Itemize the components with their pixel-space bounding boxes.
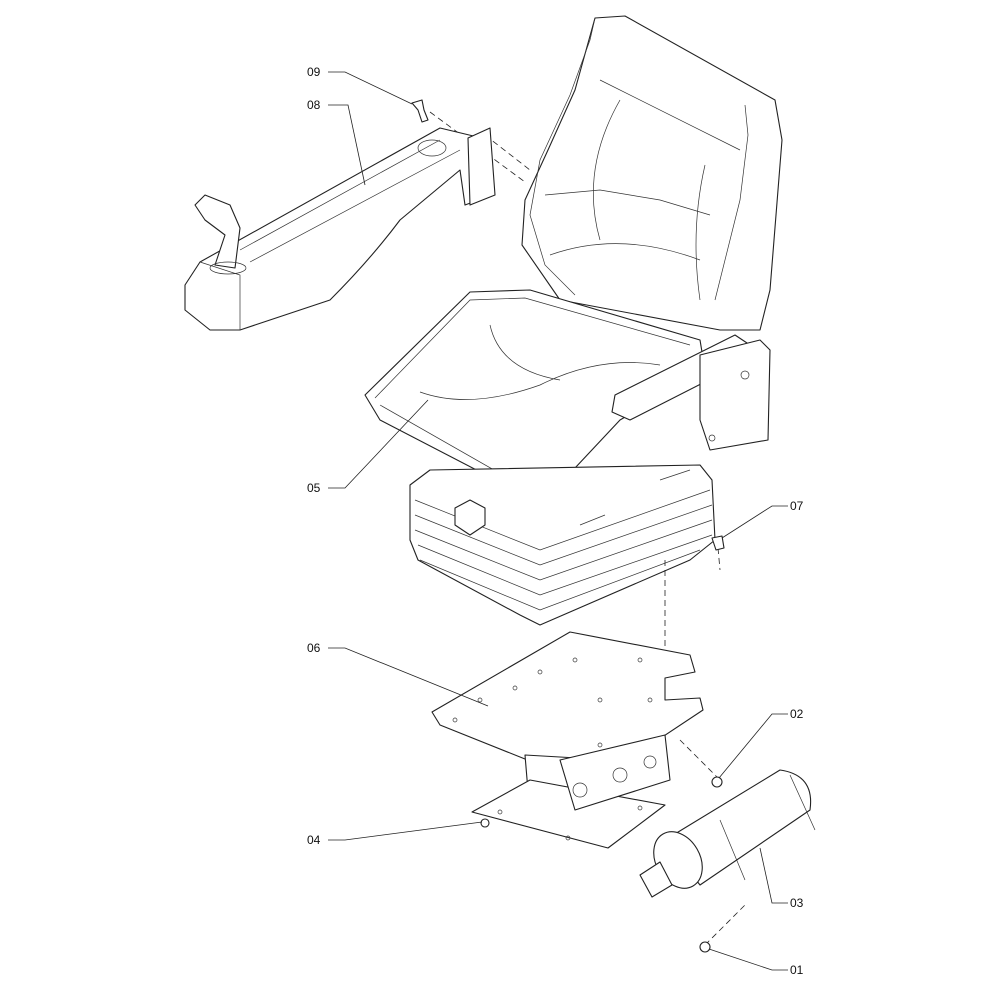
- callout-04: 04: [307, 833, 321, 847]
- seat-backrest: [521, 15, 783, 331]
- nut-02: [711, 776, 723, 788]
- nut-04: [480, 818, 490, 828]
- callout-05: 05: [307, 481, 321, 495]
- bolt-07: [711, 535, 725, 551]
- callout-01: 01: [790, 963, 804, 977]
- joystick-armrest: [184, 127, 496, 331]
- bolt-01: [699, 941, 711, 953]
- leader-lines: [328, 71, 788, 971]
- callout-07: 07: [790, 499, 804, 513]
- assembly-line-bolt-07: [717, 547, 721, 571]
- seat-pedestal: [471, 734, 671, 849]
- seat-armrest-right: [611, 334, 771, 451]
- callout-08: 08: [307, 98, 321, 112]
- assembly-line-nut-02: [679, 739, 719, 779]
- assembly-line-bolt-01: [704, 904, 746, 946]
- callout-03: 03: [790, 896, 804, 910]
- callout-06: 06: [307, 641, 321, 655]
- shock-absorber-cylinder: [639, 769, 816, 898]
- bolt-09: [411, 99, 429, 123]
- callout-09: 09: [307, 65, 321, 79]
- callout-02: 02: [790, 707, 804, 721]
- seat-suspension: [409, 464, 716, 626]
